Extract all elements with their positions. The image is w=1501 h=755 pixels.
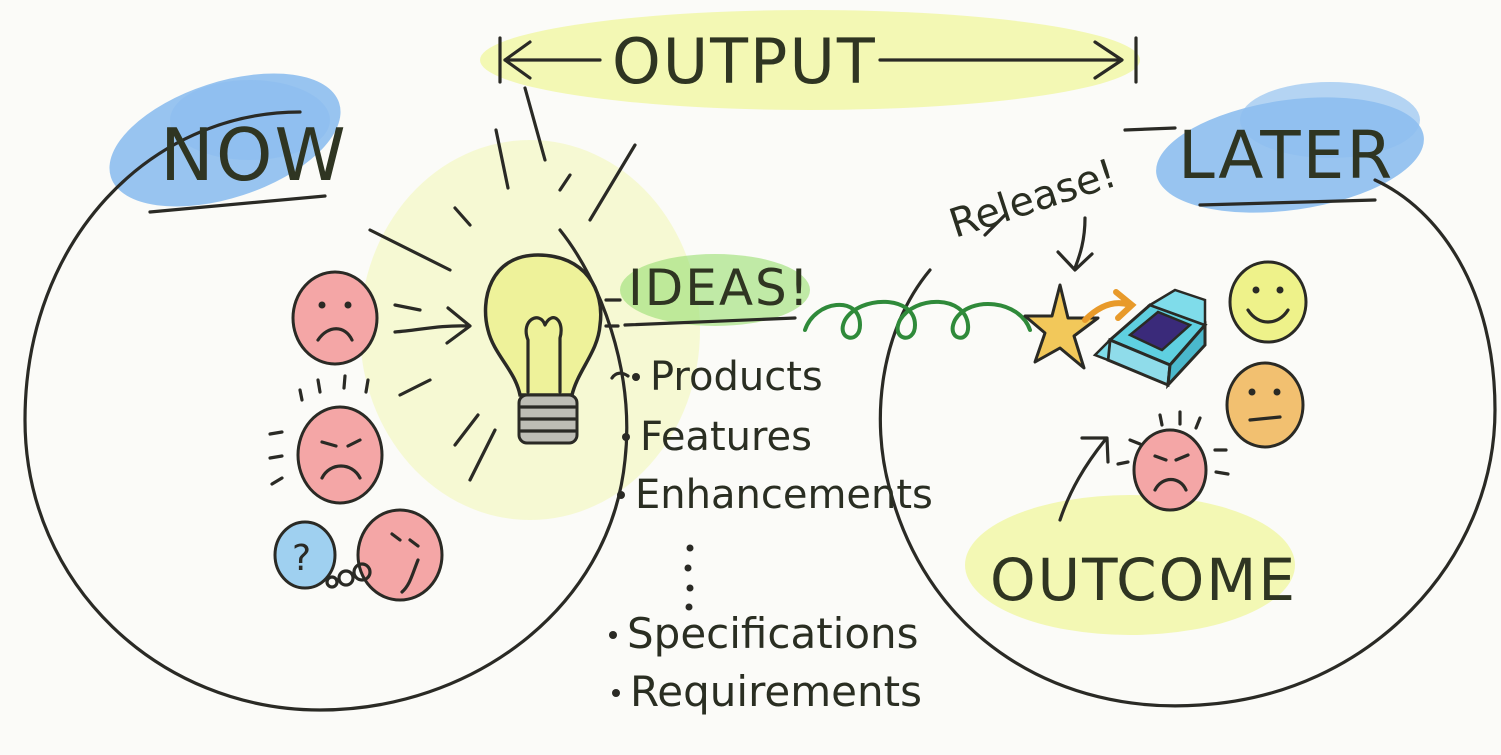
outcome-label: OUTCOME [990,546,1297,614]
idea-bullet [609,631,617,639]
gift-box-icon [1092,288,1208,390]
output-arrow [498,36,1138,84]
idea-bullet [617,491,625,499]
release-arrow [1056,216,1094,272]
idea-item: Enhancements [635,472,933,518]
happy-face-icon [1228,260,1308,344]
later-circle-arc-top [983,213,1007,237]
later-underline [1198,198,1377,207]
outcome-arrow [1058,436,1110,522]
release-arrow-orange [1082,289,1137,323]
ideas-underline [623,316,797,327]
lightbulb-icon [368,86,637,482]
idea-item: Products [650,354,823,400]
idea-bullet [622,433,630,441]
idea-bullet [612,689,620,697]
output-label: OUTPUT [612,25,877,98]
input-arrow [393,306,472,345]
star-icon [1023,283,1100,370]
idea-item: Specifications [627,609,919,658]
later-highlight [1156,82,1424,213]
sad-face-icon [291,270,379,366]
outcome-highlight [965,495,1295,635]
idea-item: Requirements [630,667,922,716]
list-ellipsis [684,544,694,611]
idea-bullet [632,373,640,381]
ideas-highlight [620,254,810,326]
confused-face-icon: ? [273,508,444,602]
neutral-face-icon [1225,361,1305,449]
svg-text:?: ? [292,538,311,579]
now-label: NOW [160,113,348,197]
later-label: LATER [1178,117,1394,194]
now-circle [23,110,629,712]
now-highlight [109,73,341,207]
output-highlight [480,10,1140,110]
spring-connector [803,299,1032,340]
unhappy-face-icon [1116,410,1230,512]
idea-item: Features [640,414,812,460]
later-circle [878,178,1497,708]
now-underline [148,194,327,214]
idea-list: ProductsFeaturesEnhancementsSpecificatio… [609,354,933,716]
frustrated-face-icon [268,374,384,505]
ideas-label: IDEAS! [628,259,811,317]
release-label: Release! [944,151,1122,248]
